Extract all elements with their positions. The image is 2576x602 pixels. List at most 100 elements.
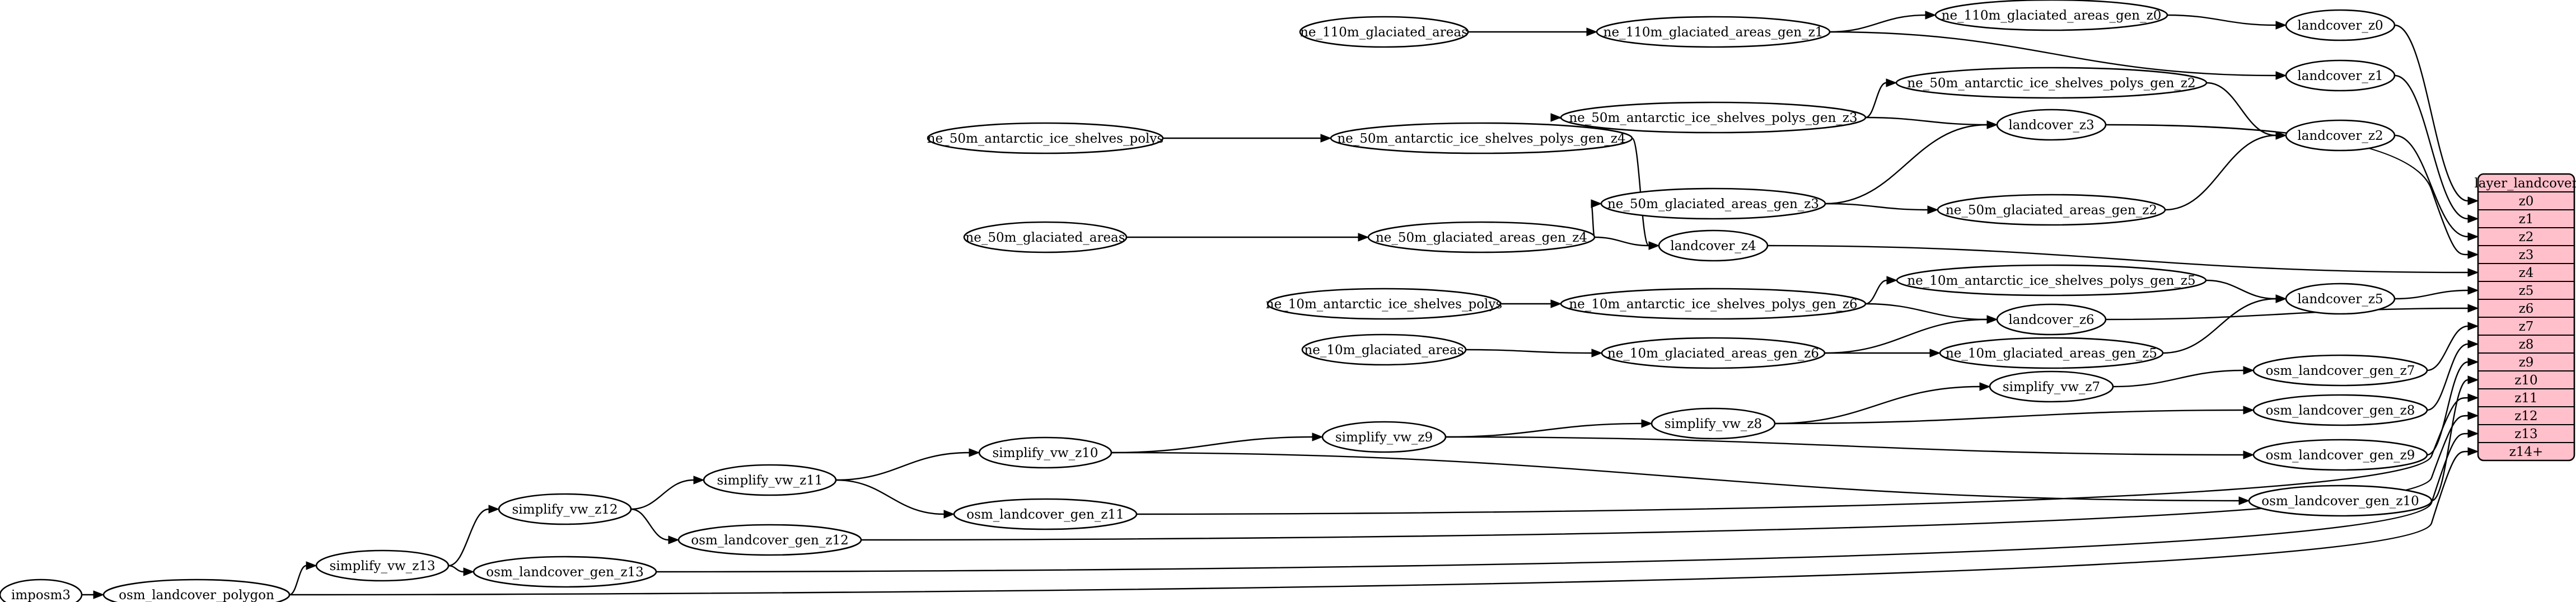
node-simplify-vw-z10: simplify_vw_z10 bbox=[978, 436, 1112, 469]
edge-line bbox=[1594, 236, 1649, 247]
node-label: landcover_z3 bbox=[2008, 118, 2094, 133]
arrowhead-icon bbox=[2467, 340, 2479, 349]
edge-line bbox=[1774, 385, 1980, 425]
edge-line bbox=[2394, 24, 2469, 202]
edge-line bbox=[2112, 369, 2244, 388]
node-label: simplify_vw_z7 bbox=[2003, 380, 2100, 394]
edge-ne-10m-glaciated-areas-gen-z6-to-ne-10m-glaciated-areas-gen-z5 bbox=[1824, 349, 1941, 358]
edge-landcover-z5-to-z5 bbox=[2394, 286, 2479, 300]
edge-line bbox=[1590, 203, 1596, 238]
edge-landcover-z1-to-z1 bbox=[2394, 74, 2479, 223]
node-ne-10m-glaciated-areas-gen-z6: ne_10m_glaciated_areas_gen_z6 bbox=[1601, 337, 1826, 369]
edge-line bbox=[1865, 303, 1988, 321]
edge-line bbox=[289, 565, 307, 596]
edge-line bbox=[630, 508, 669, 541]
arrowhead-icon bbox=[2467, 411, 2479, 420]
edge-simplify-vw-z7-to-osm-landcover-gen-z7 bbox=[2112, 366, 2255, 388]
node-shape bbox=[703, 464, 837, 496]
record-field-z7: z7 bbox=[2519, 319, 2534, 334]
node-ne-50m-glaciated-areas-gen-z4: ne_50m_glaciated_areas_gen_z4 bbox=[1367, 221, 1596, 253]
arrowhead-icon bbox=[1986, 120, 1998, 129]
edge-ne-10m-glaciated-areas-to-ne-10m-glaciated-areas-gen-z6 bbox=[1465, 349, 1603, 358]
node-osm-landcover-gen-z11: osm_landcover_gen_z11 bbox=[953, 498, 1138, 530]
edge-line bbox=[1865, 116, 1988, 126]
node-label: ne_10m_antarctic_ice_shelves_polys_gen_z… bbox=[1569, 297, 1857, 312]
node-shape bbox=[2248, 485, 2433, 517]
node-ne-50m-glaciated-areas: ne_50m_glaciated_areas bbox=[963, 221, 1128, 253]
arrowhead-icon bbox=[2238, 496, 2250, 505]
node-shape bbox=[473, 556, 657, 588]
edge-osm-landcover-gen-z8-to-z8 bbox=[2427, 340, 2479, 411]
node-landcover-z0: landcover_z0 bbox=[2285, 9, 2396, 41]
arrowhead-icon bbox=[2467, 286, 2479, 295]
node-landcover-z4: landcover_z4 bbox=[1658, 229, 1769, 262]
node-shape bbox=[1989, 370, 2114, 403]
edge-line bbox=[835, 479, 945, 515]
node-ne-10m-antarctic-ice-shelves-polys: ne_10m_antarctic_ice_shelves_polys bbox=[1266, 288, 1502, 320]
arrowhead-icon bbox=[1929, 349, 1941, 358]
arrowhead-icon bbox=[488, 505, 500, 514]
node-label: ne_50m_glaciated_areas_gen_z4 bbox=[1376, 231, 1587, 245]
edge-osm-landcover-gen-z11-to-z11 bbox=[1136, 393, 2479, 515]
node-osm-landcover-gen-z10: osm_landcover_gen_z10 bbox=[2248, 485, 2433, 517]
node-shape bbox=[1596, 16, 1831, 48]
arrowhead-icon bbox=[2467, 232, 2479, 241]
node-shape bbox=[1560, 101, 1867, 134]
edge-ne-50m-glaciated-areas-gen-z3-to-ne-50m-glaciated-areas-gen-z2 bbox=[1825, 203, 1939, 214]
edge-ne-110m-glaciated-areas-gen-z1-to-landcover-z1 bbox=[1829, 31, 2287, 80]
node-label: imposm3 bbox=[11, 588, 71, 602]
edge-ne-50m-antarctic-ice-shelves-polys-gen-z2-to-landcover-z2 bbox=[2206, 82, 2287, 140]
edge-line bbox=[289, 450, 2469, 596]
node-ne-10m-antarctic-ice-shelves-polys-gen-z5: ne_10m_antarctic_ice_shelves_polys_gen_z… bbox=[1896, 264, 2207, 297]
edge-simplify-vw-z10-to-osm-landcover-gen-z10 bbox=[1111, 452, 2250, 505]
edge-simplify-vw-z9-to-simplify-vw-z8 bbox=[1445, 419, 1653, 438]
arrowhead-icon bbox=[2467, 250, 2479, 259]
edge-ne-50m-glaciated-areas-gen-z4-to-ne-50m-glaciated-areas-gen-z3 bbox=[1590, 199, 1602, 238]
node-label: ne_10m_antarctic_ice_shelves_polys_gen_z… bbox=[1907, 274, 2195, 288]
node-shape bbox=[953, 498, 1138, 530]
edge-line bbox=[1774, 409, 2244, 425]
node-label: landcover_z0 bbox=[2297, 18, 2383, 33]
arrowhead-icon bbox=[2467, 447, 2479, 456]
node-label: landcover_z1 bbox=[2297, 69, 2383, 83]
node-label: ne_50m_antarctic_ice_shelves_polys_gen_z… bbox=[1907, 76, 2195, 91]
node-label: ne_10m_glaciated_areas bbox=[1304, 343, 1464, 358]
node-label: osm_landcover_gen_z8 bbox=[2266, 403, 2415, 418]
edge-osm-landcover-gen-z12-to-z12 bbox=[861, 411, 2479, 541]
arrowhead-icon bbox=[306, 561, 317, 570]
node-shape bbox=[1934, 0, 2168, 31]
arrowhead-icon bbox=[2467, 322, 2479, 331]
edge-ne-50m-antarctic-ice-shelves-polys-gen-z3-to-landcover-z3 bbox=[1865, 116, 1998, 129]
node-label: osm_landcover_gen_z11 bbox=[966, 507, 1124, 522]
edge-line bbox=[1445, 436, 2244, 456]
arrowhead-icon bbox=[1641, 419, 1653, 428]
node-simplify-vw-z11: simplify_vw_z11 bbox=[703, 464, 837, 496]
node-shape bbox=[1266, 288, 1502, 320]
edge-line bbox=[2427, 343, 2469, 411]
node-ne-50m-antarctic-ice-shelves-polys-gen-z3: ne_50m_antarctic_ice_shelves_polys_gen_z… bbox=[1560, 101, 1867, 134]
arrowhead-icon bbox=[1320, 134, 1332, 143]
node-label: ne_110m_glaciated_areas bbox=[1300, 25, 1468, 40]
node-osm-landcover-gen-z7: osm_landcover_gen_z7 bbox=[2252, 354, 2428, 387]
node-label: ne_50m_antarctic_ice_shelves_polys_gen_z… bbox=[1337, 131, 1625, 146]
edge-ne-10m-antarctic-ice-shelves-polys-to-ne-10m-antarctic-ice-shelves-polys-gen-z6 bbox=[1500, 299, 1562, 308]
arrowhead-icon bbox=[2467, 393, 2479, 402]
edge-simplify-vw-z12-to-simplify-vw-z11 bbox=[630, 476, 705, 510]
node-label: landcover_z4 bbox=[1670, 239, 1756, 253]
edge-line bbox=[1136, 397, 2469, 515]
arrowhead-icon bbox=[1550, 299, 1562, 308]
edge-line bbox=[448, 508, 489, 567]
node-label: simplify_vw_z8 bbox=[1665, 417, 1762, 431]
layer-landcover-record: layer_landcoverz0z1z2z3z4z5z6z7z8z9z10z1… bbox=[2474, 173, 2576, 462]
node-shape bbox=[1600, 187, 1826, 220]
arrowhead-icon bbox=[2243, 366, 2255, 375]
edge-line bbox=[2394, 289, 2469, 300]
arrowhead-icon bbox=[2467, 196, 2479, 205]
node-ne-10m-glaciated-areas: ne_10m_glaciated_areas bbox=[1301, 333, 1467, 366]
edge-imposm3-to-osm-landcover-polygon bbox=[82, 590, 105, 599]
node-osm-landcover-gen-z8: osm_landcover_gen_z8 bbox=[2252, 394, 2428, 426]
edge-line bbox=[1824, 318, 1988, 354]
edge-line bbox=[1825, 124, 1988, 205]
arrowhead-icon bbox=[1358, 233, 1369, 242]
node-label: landcover_z6 bbox=[2008, 313, 2094, 327]
